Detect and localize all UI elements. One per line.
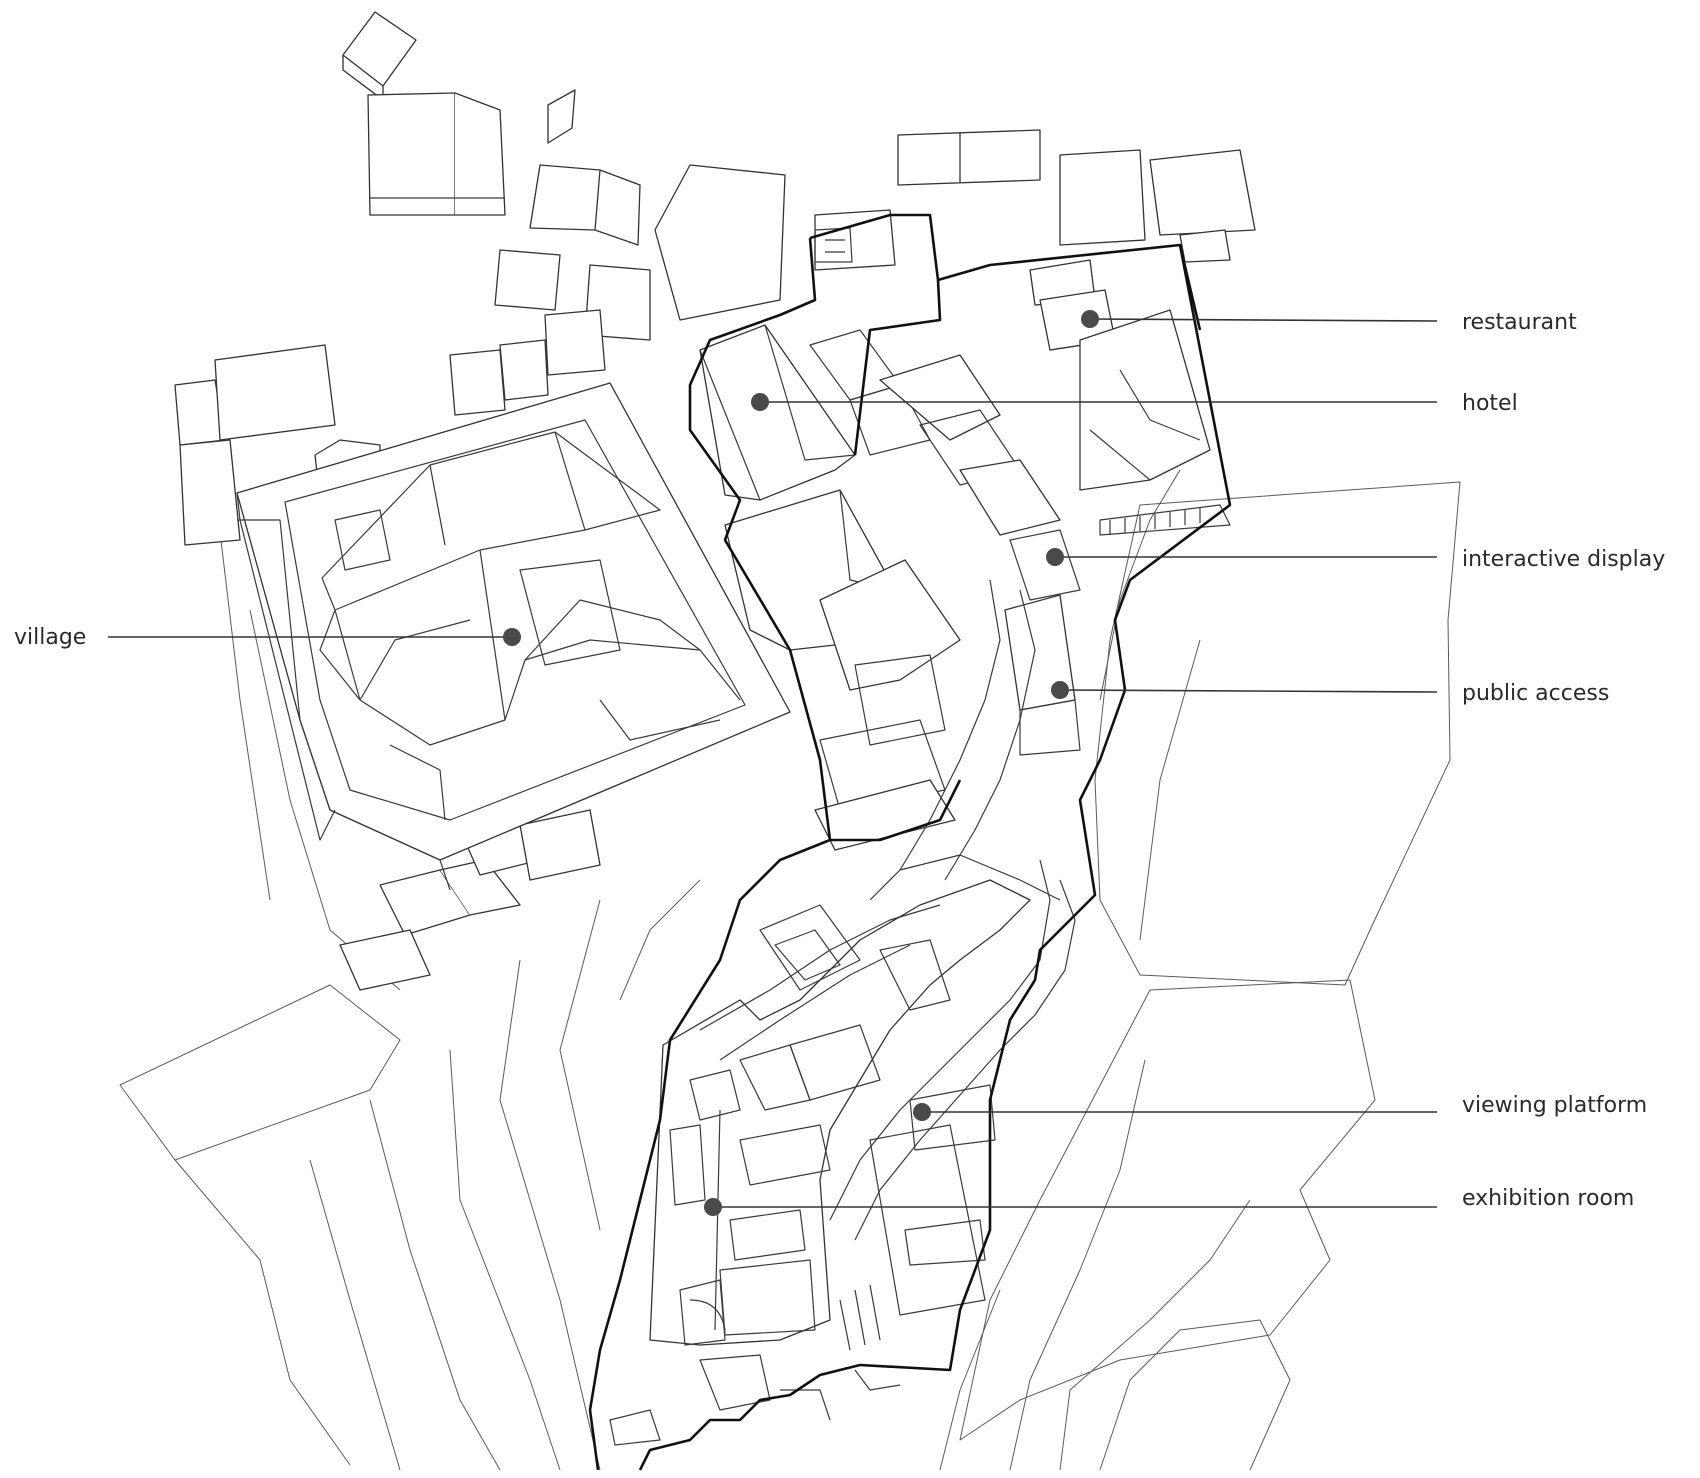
interactive-display-marker bbox=[1046, 548, 1064, 566]
exhibition-complex bbox=[609, 879, 1031, 1446]
label-village: village bbox=[14, 625, 521, 650]
hotel-label: hotel bbox=[1462, 391, 1518, 416]
village-complex bbox=[236, 382, 791, 891]
viewing-platform-marker bbox=[913, 1103, 931, 1121]
label-restaurant: restaurant bbox=[1081, 310, 1577, 335]
public-access-marker bbox=[1051, 681, 1069, 699]
project-boundary bbox=[588, 213, 1232, 1471]
surrounding-buildings bbox=[174, 11, 1256, 991]
label-interactive-display: interactive display bbox=[1046, 547, 1665, 572]
exhibition-room-marker bbox=[704, 1198, 722, 1216]
interactive-display-label: interactive display bbox=[1462, 547, 1665, 572]
restaurant-marker bbox=[1081, 310, 1099, 328]
label-public-access: public access bbox=[1051, 681, 1609, 706]
paths bbox=[829, 579, 1076, 1241]
hotel-marker bbox=[751, 393, 769, 411]
project-buildings bbox=[699, 227, 1231, 851]
village-label: village bbox=[14, 625, 86, 650]
label-viewing-platform: viewing platform bbox=[913, 1093, 1647, 1121]
label-exhibition-room: exhibition room bbox=[704, 1186, 1634, 1216]
village-marker bbox=[503, 628, 521, 646]
viewing-platform-label: viewing platform bbox=[1462, 1093, 1647, 1118]
public-access-label: public access bbox=[1462, 681, 1609, 706]
exhibition-room-label: exhibition room bbox=[1462, 1186, 1634, 1211]
label-hotel: hotel bbox=[751, 391, 1518, 416]
restaurant-label: restaurant bbox=[1462, 310, 1577, 335]
